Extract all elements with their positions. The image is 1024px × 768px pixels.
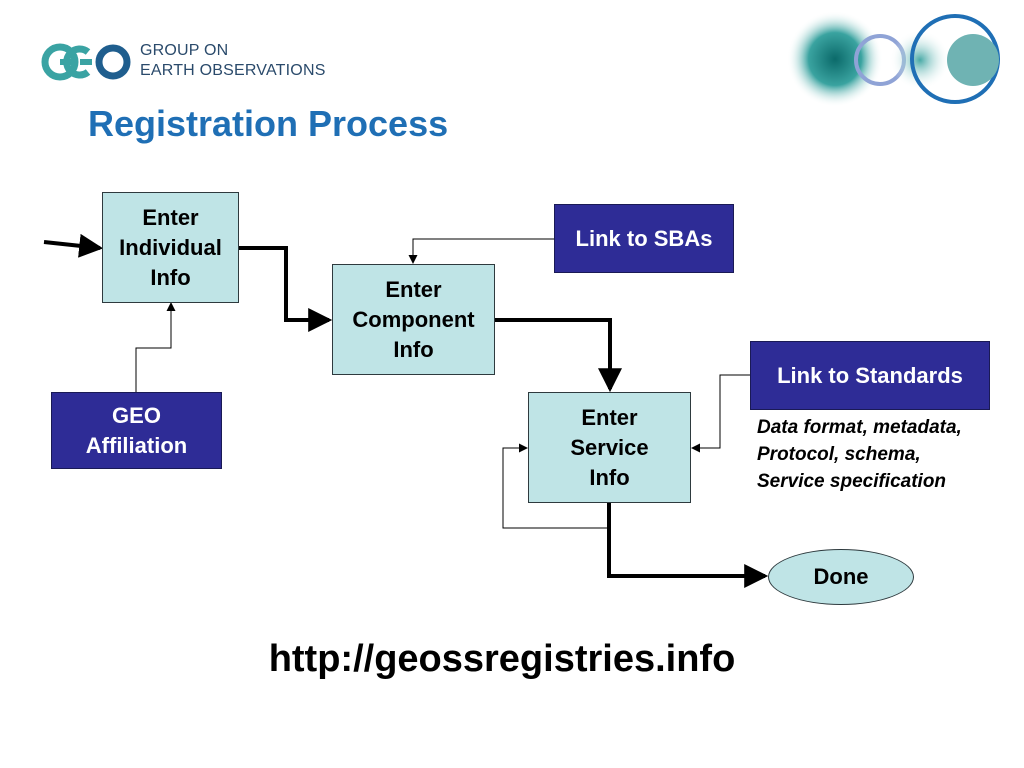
node-label: GEO Affiliation — [85, 402, 188, 458]
arrow-service-to-done — [607, 503, 769, 588]
standards-note-line: Data format, metadata, — [757, 417, 962, 438]
arrow-sbas-to-component — [408, 238, 554, 264]
arrow-individual-to-component — [239, 246, 333, 332]
arrow-service-self-loop — [502, 443, 610, 529]
node-label: Enter Service Info — [570, 404, 649, 490]
geo-logo: GROUP ON EARTH OBSERVATIONS — [40, 40, 340, 84]
entry-arrow — [43, 233, 104, 258]
node-link-to-sbas: Link to SBAs — [554, 204, 734, 273]
node-label: Enter Individual Info — [119, 204, 222, 290]
decorative-circles-icon — [787, 11, 1000, 107]
logo-text-line1: GROUP ON — [140, 42, 229, 59]
arrow-affiliation-to-individual — [135, 302, 176, 392]
node-enter-service-info: Enter Service Info — [528, 392, 691, 503]
arrow-standards-to-service — [691, 374, 750, 453]
node-label: Done — [813, 564, 869, 589]
standards-note: Data format, metadata, Protocol, schema,… — [757, 414, 962, 495]
node-label: Link to SBAs — [575, 225, 713, 251]
node-label: Link to Standards — [777, 362, 963, 388]
logo-text-line2: EARTH OBSERVATIONS — [140, 62, 326, 79]
node-enter-individual-info: Enter Individual Info — [102, 192, 239, 303]
node-link-to-standards: Link to Standards — [750, 341, 990, 410]
geo-logo-mark-icon — [41, 43, 131, 81]
node-enter-component-info: Enter Component Info — [332, 264, 495, 375]
standards-note-line: Service specification — [757, 471, 947, 492]
arrow-component-to-service — [495, 318, 622, 393]
standards-note-line: Protocol, schema, — [757, 444, 921, 465]
registry-url: http://geossregistries.info — [268, 638, 736, 680]
node-geo-affiliation: GEO Affiliation — [51, 392, 222, 469]
page-title: Registration Process — [88, 103, 449, 144]
node-label: Enter Component Info — [352, 276, 475, 362]
node-done: Done — [768, 549, 914, 605]
